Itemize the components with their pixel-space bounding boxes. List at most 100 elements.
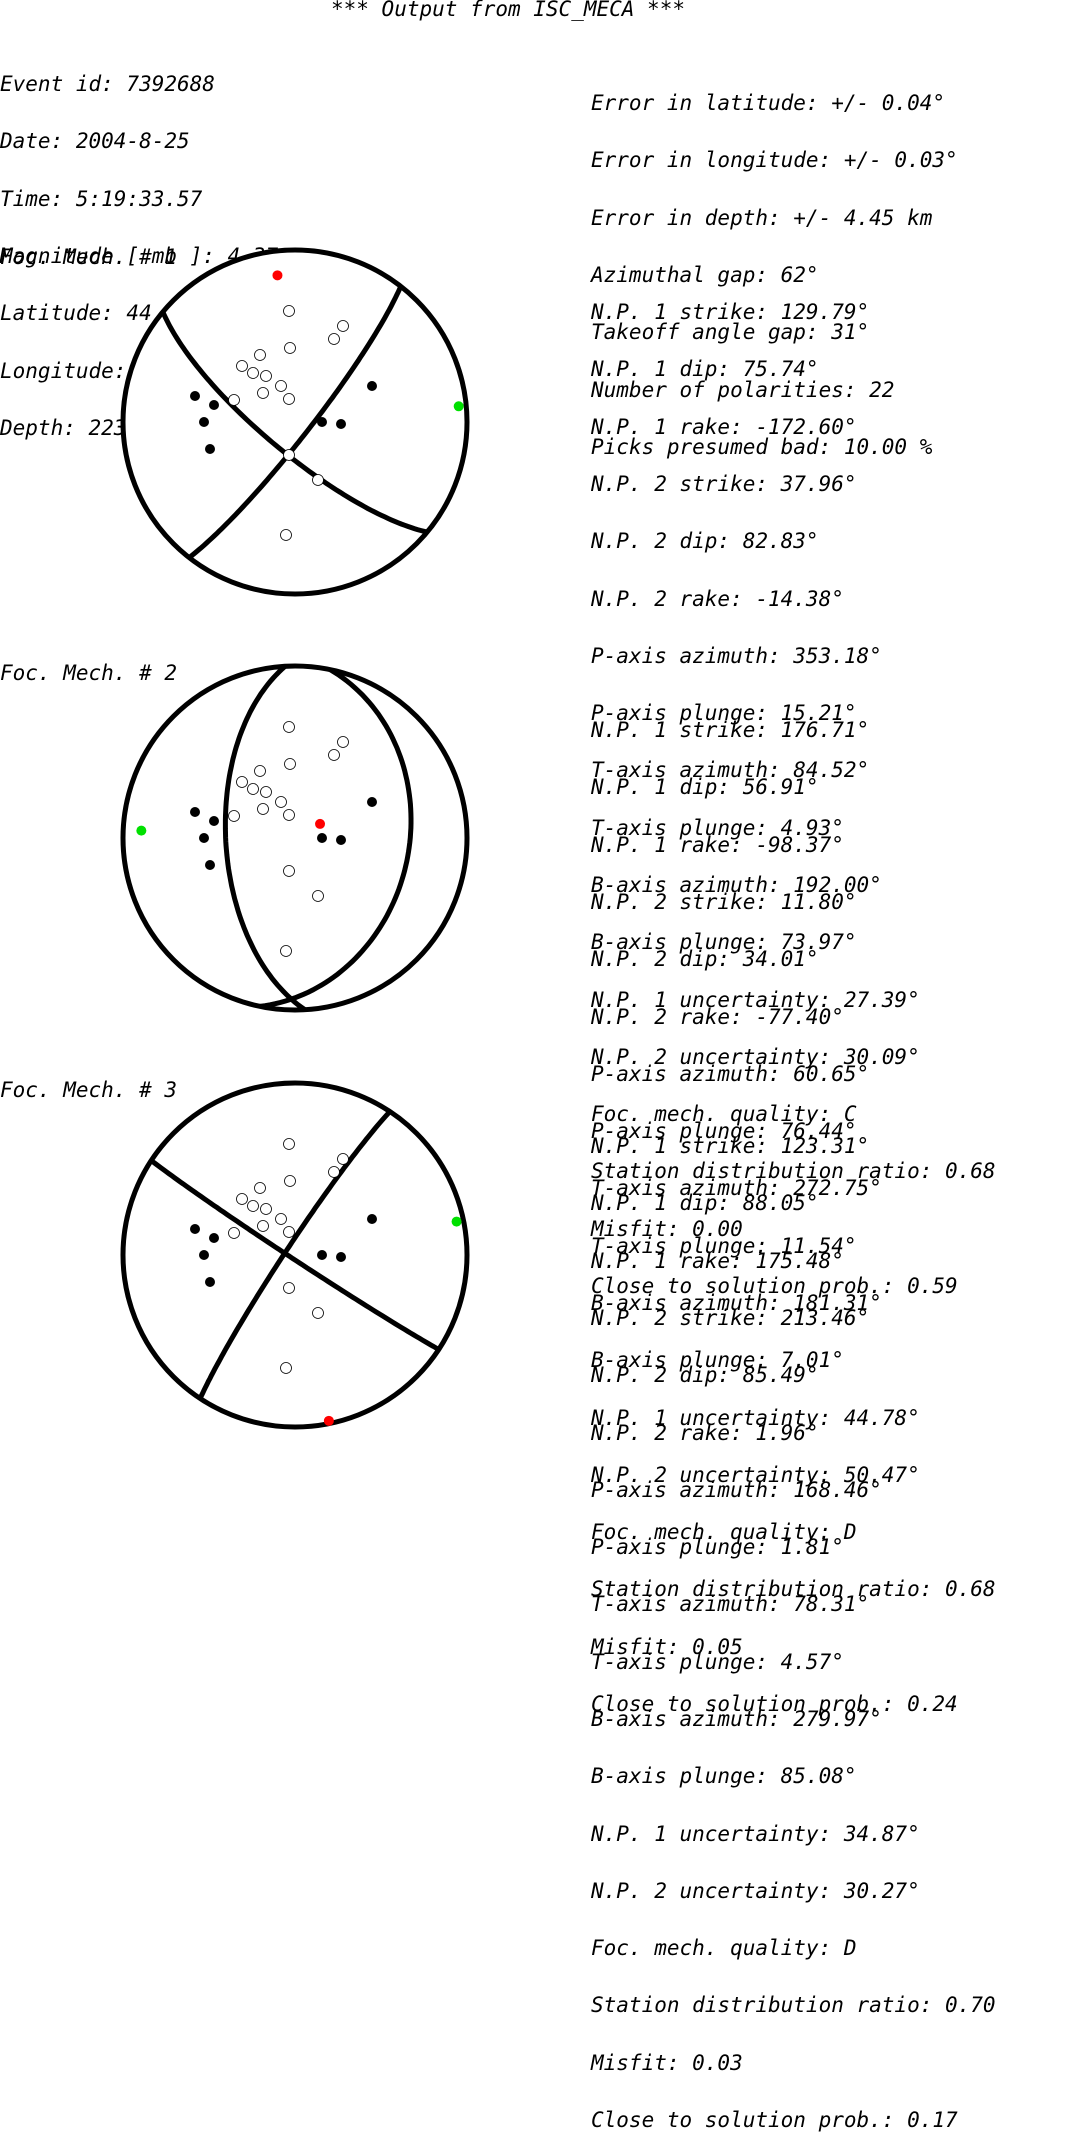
mech-1-np1-strike: N.P. 1 strike: 129.79° [591, 300, 870, 325]
mech-1-np2-rake: N.P. 2 rake: -14.38° [591, 586, 844, 611]
dilatation-station [337, 320, 349, 332]
nodal-plane-2 [259, 667, 414, 1009]
dilatation-station [283, 1138, 295, 1150]
error-info: Error in latitude: +/- 0.04° Error in lo… [591, 56, 958, 476]
mech-1-station-ratio: Station distribution ratio: 0.68 [591, 1159, 996, 1184]
mech-2-np1-strike: N.P. 1 strike: 176.71° [591, 718, 870, 743]
compression-station [199, 417, 209, 427]
mech-1-b-plunge: B-axis plunge: 73.97° [591, 930, 857, 955]
mech-3-np2-dip: N.P. 2 dip: 85.49° [591, 1363, 819, 1388]
error-latitude: Error in latitude: +/- 0.04° [591, 91, 946, 116]
mech-3-np2-rake: N.P. 2 rake: 1.96° [591, 1420, 819, 1445]
mech-3-p-azimuth: P-axis azimuth: 168.46° [591, 1477, 882, 1502]
compression-station [336, 419, 346, 429]
error-depth: Error in depth: +/- 4.45 km [591, 205, 933, 230]
azimuthal-gap: Azimuthal gap: 62° [591, 263, 819, 288]
nodal-plane-1 [149, 1158, 440, 1352]
event-date: Date: 2004-8-25 [0, 129, 190, 154]
dilatation-station [284, 1175, 296, 1187]
dilatation-station [228, 810, 240, 822]
dilatation-station [283, 1282, 295, 1294]
mech-3-misfit: Misfit: 0.03 [591, 2050, 743, 2075]
focal-sphere [123, 250, 467, 594]
mech-3-station-ratio: Station distribution ratio: 0.70 [591, 1993, 996, 2018]
takeoff-angle-gap: Takeoff angle gap: 31° [591, 320, 870, 345]
compression-station [209, 1233, 219, 1243]
mech-2-np2-strike: N.P. 2 strike: 11.80° [591, 890, 857, 915]
mech-2-p-plunge: P-axis plunge: 76.44° [591, 1119, 857, 1144]
nodal-plane-2 [197, 1109, 392, 1400]
dilatation-station [280, 529, 292, 541]
nodal-plane-1 [222, 666, 307, 1010]
mech-1-t-azimuth: T-axis azimuth: 84.52° [591, 758, 870, 783]
number-of-polarities: Number of polarities: 22 [591, 377, 895, 402]
mech-3-p-plunge: P-axis plunge: 1.81° [591, 1535, 844, 1560]
mech-2-b-plunge: B-axis plunge: 7.01° [591, 1348, 844, 1373]
mech-1-t-plunge: T-axis plunge: 4.93° [591, 815, 844, 840]
dilatation-station [328, 333, 340, 345]
dilatation-station [257, 387, 269, 399]
mech-2-np1-rake: N.P. 1 rake: -98.37° [591, 832, 844, 857]
mech-2-t-azimuth: T-axis azimuth: 272.75° [591, 1176, 882, 1201]
dilatation-station [283, 393, 295, 405]
mech-2-np1-uncertainty: N.P. 1 uncertainty: 44.78° [591, 1405, 920, 1430]
mech-1-np2-uncertainty: N.P. 2 uncertainty: 30.09° [591, 1044, 920, 1069]
error-longitude: Error in longitude: +/- 0.03° [591, 148, 958, 173]
sphere-outline [120, 1080, 470, 1430]
mech-1-params: N.P. 1 strike: 129.79° N.P. 1 dip: 75.74… [591, 265, 996, 1315]
compression-station [317, 1250, 327, 1260]
mech-1-label: Foc. Mech. # 1 [0, 245, 178, 269]
dilatation-station [254, 1182, 266, 1194]
dilatation-station [247, 783, 259, 795]
compression-station [367, 1214, 377, 1224]
mech-1-p-azimuth: P-axis azimuth: 353.18° [591, 643, 882, 668]
event-magnitude: Magnitude [ mb ]: 4.37 [0, 244, 279, 269]
mech-1-np2-dip: N.P. 2 dip: 82.83° [591, 529, 819, 554]
mech-1-p-plunge: P-axis plunge: 15.21° [591, 701, 857, 726]
dilatation-station [312, 1307, 324, 1319]
dilatation-station [228, 1227, 240, 1239]
dilatation-station [257, 1220, 269, 1232]
mech-3-np1-uncertainty: N.P. 1 uncertainty: 34.87° [591, 1821, 920, 1846]
dilatation-station [283, 305, 295, 317]
dilatation-station [312, 890, 324, 902]
dilatation-station [328, 1166, 340, 1178]
mech-2-np2-rake: N.P. 2 rake: -77.40° [591, 1004, 844, 1029]
dilatation-station [337, 1153, 349, 1165]
compression-station [205, 444, 215, 454]
compression-station [209, 400, 219, 410]
mech-3-beachball [120, 1080, 470, 1430]
mech-1-np1-rake: N.P. 1 rake: -172.60° [591, 414, 857, 439]
mech-3-np2-uncertainty: N.P. 2 uncertainty: 30.27° [591, 1878, 920, 1903]
mech-2-np2-dip: N.P. 2 dip: 34.01° [591, 947, 819, 972]
mech-2-p-azimuth: P-axis azimuth: 60.65° [591, 1061, 870, 1086]
mech-3-np2-strike: N.P. 2 strike: 213.46° [591, 1306, 870, 1331]
mech-3-t-azimuth: T-axis azimuth: 78.31° [591, 1592, 870, 1617]
mech-1-quality: Foc. mech. quality: C [591, 1102, 857, 1127]
dilatation-station [283, 449, 295, 461]
nodal-plane-1 [160, 310, 428, 535]
dilatation-station [328, 749, 340, 761]
mech-3-b-azimuth: B-axis azimuth: 279.97° [591, 1707, 882, 1731]
dilatation-station [247, 1200, 259, 1212]
compression-station [317, 417, 327, 427]
compression-station [199, 1250, 209, 1260]
p-axis-marker [272, 270, 283, 281]
mech-2-beachball [120, 663, 470, 1013]
sphere-outline [120, 247, 470, 597]
t-axis-marker [453, 401, 464, 412]
picks-presumed-bad: Picks presumed bad: 10.00 % [591, 434, 933, 459]
mech-1-np2-strike: N.P. 2 strike: 37.96° [591, 472, 857, 497]
dilatation-station [337, 736, 349, 748]
compression-station [205, 860, 215, 870]
dilatation-station [260, 370, 272, 382]
dilatation-station [283, 721, 295, 733]
dilatation-station [280, 945, 292, 957]
dilatation-station [283, 809, 295, 821]
sphere-outline [120, 663, 470, 1013]
compression-station [190, 807, 200, 817]
p-axis-marker [315, 818, 326, 829]
compression-station [336, 1252, 346, 1262]
dilatation-station [283, 865, 295, 877]
mech-1-misfit: Misfit: 0.00 [591, 1216, 743, 1241]
